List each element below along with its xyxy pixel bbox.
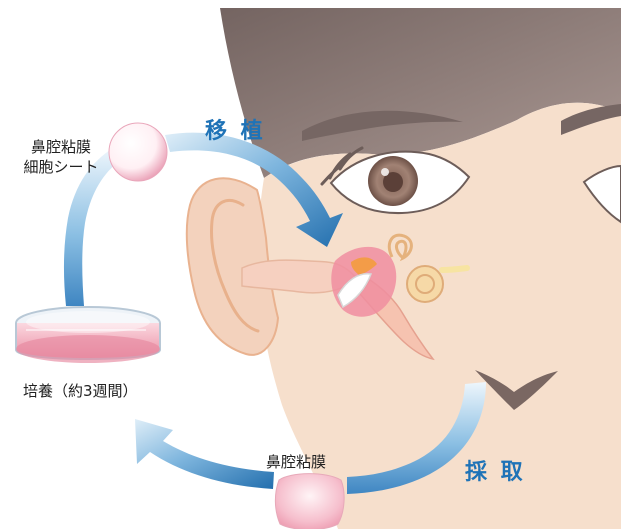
cell-sheet-sphere[interactable] [109,123,167,181]
harvest-label: 採 取 [465,454,526,486]
cell-sheet-label-line2: 細胞シート [15,157,107,177]
cochlea-outer [407,266,443,302]
mucosa-tissue[interactable] [275,474,344,529]
cell-sheet-label: 鼻腔粘膜 細胞シート [15,137,107,177]
auditory-nerve [442,268,467,270]
transplant-label: 移 植 [205,113,266,145]
eye-highlight [381,168,389,176]
cell-sheet-label-line1: 鼻腔粘膜 [15,137,107,157]
mucosa-label: 鼻腔粘膜 [266,452,326,472]
return-arrow[interactable] [135,419,274,489]
culture-dish[interactable] [16,307,160,363]
culture-label: 培養（約3週間） [23,381,138,401]
